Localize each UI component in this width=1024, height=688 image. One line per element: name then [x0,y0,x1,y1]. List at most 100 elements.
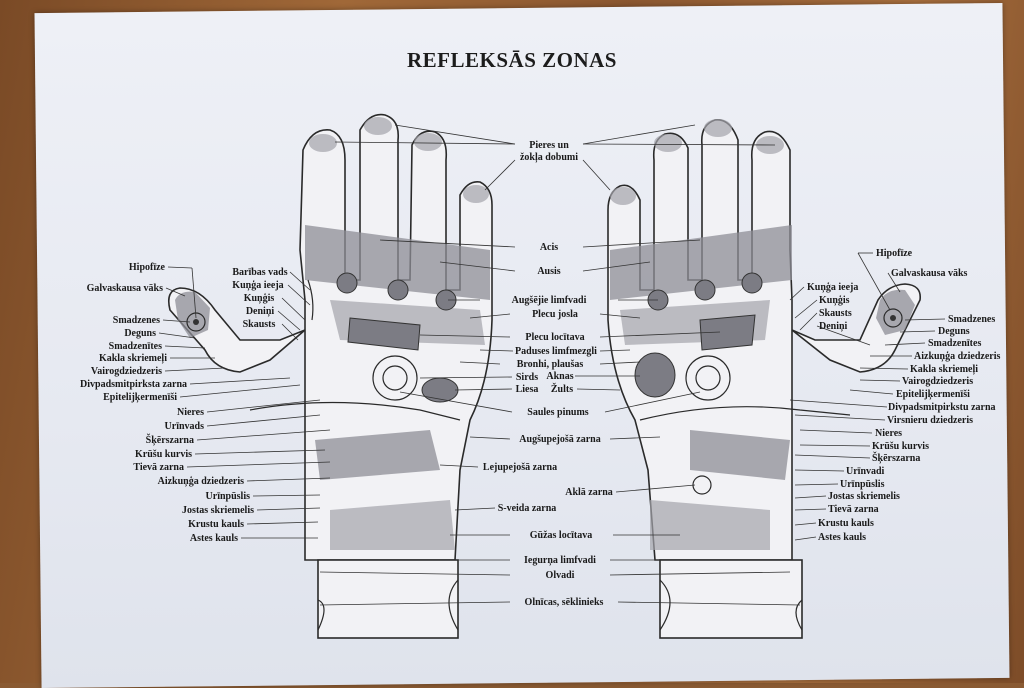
left-label-kakla-skriemeli: Kakla skriemeļi [99,353,167,364]
label-augsejie-limfvadi: Augšējie limfvadi [512,295,587,306]
label-zults: Žults [551,383,573,395]
left-thumb-zone [175,291,210,338]
label-s-veida-zarna: S-veida zarna [498,503,557,514]
left-label-galvaskausa-vaks: Galvaskausa vāks [87,283,164,294]
left-label-skausts: Skausts [243,319,276,330]
page-title: REFLEKSĀS ZONAS [407,48,617,72]
left-label-deguns: Deguns [124,328,156,339]
right-middle-tip [654,134,682,152]
left-label-divpadsmitpirksta-zarna: Divpadsmitpirksta zarna [80,379,187,390]
left-label-krustu-kauls: Krustu kauls [188,519,244,530]
label-akla-zarna: Aklā zarna [565,487,613,498]
label-sirds: Sirds [516,372,538,383]
label-zokla-dobumi: žokļa dobumi [520,152,578,163]
right-label-astes-kauls: Astes kauls [818,532,866,543]
right-colon-line [639,406,851,421]
right-index-tip [610,187,636,205]
right-label-galvaskausa-vaks: Galvaskausa vāks [891,268,968,279]
left-ring-tip [364,117,392,135]
right-label-denini: Deniņi [819,321,848,332]
left-shoulder-joint [347,317,421,351]
left-index-tip [463,185,489,203]
right-label-virsnieru-dziedzeris: Virsnieru dziedzeris [887,415,973,426]
right-hip-zone [650,500,770,550]
right-label-hipofize: Hipofīze [876,248,913,259]
right-label-skausts: Skausts [819,308,852,319]
left-label-vairogdziedzeris: Vairogdziedzeris [91,366,162,377]
right-label-nieres: Nieres [875,428,902,439]
right-label-vairogdziedzeris: Vairogdziedzeris [902,376,973,387]
right-labels: Hipofīze Galvaskausa vāks Kuņģa ieeja Ku… [807,248,1000,543]
right-label-urinpuslis: Urīnpūslis [840,479,885,490]
label-aknas: Aknas [546,371,573,382]
left-lymph-1 [336,272,358,294]
label-guzas-locitava: Gūžas locītava [530,530,593,541]
right-leader-lines [789,252,946,541]
left-label-skerszarna: Šķērszarna [146,433,194,446]
left-spleen [421,377,459,403]
label-olvadi: Olvadi [546,570,575,581]
right-label-krustu-kauls: Krustu kauls [818,518,874,529]
left-label-baribas-vads: Barības vads [232,267,287,278]
right-label-kunga-ieeja: Kuņģa ieeja [807,281,858,293]
right-solar-plexus-inner [695,365,721,391]
left-label-hipofize: Hipofīze [129,262,166,273]
left-solar-plexus [372,355,418,401]
right-label-smadzenes: Smadzenes [948,314,995,325]
left-label-tieva-zarna: Tievā zarna [133,462,184,473]
left-label-jostas-skriemelis: Jostas skriemelis [182,505,254,516]
left-label-urinvads: Urīnvads [165,421,205,432]
label-bronhi-plausas: Bronhi, plaušas [517,359,584,370]
right-label-kungis: Kuņģis [819,294,850,306]
label-lejupejosa-zarna: Lejupejošā zarna [483,462,557,473]
right-ovary-r [795,599,803,631]
right-label-smadzenites: Smadzenītes [928,338,981,349]
label-plecu-locitava: Plecu locītava [525,332,584,343]
left-leader-lines [158,266,331,539]
left-ovary-r [448,579,459,631]
left-label-astes-kauls: Astes kauls [190,533,238,544]
right-label-tieva-zarna: Tievā zarna [828,504,879,515]
right-label-skerszarna: Šķērszarna [872,451,920,464]
left-labels: Hipofīze Galvaskausa vāks Smadzenes Degu… [80,262,288,544]
right-intestine-zone [690,430,790,480]
left-label-epitelijkermenisi: Epitelijķermenīši [103,392,177,403]
right-label-epitelijkermenisi: Epitelijķermenīši [896,389,970,400]
label-augsupejosa-zarna: Augšupejošā zarna [519,434,600,445]
left-lymph-2 [387,279,409,301]
left-ovary-l [317,599,325,631]
left-solar-plexus-inner [382,365,408,391]
label-pieres-un: Pieres un [529,140,569,151]
right-label-urinvadi: Urīnvadi [846,466,885,477]
right-liver [634,352,676,398]
right-label-kakla-skriemeli: Kakla skriemeļi [910,364,978,375]
left-label-urinpuslis: Urīnpūslis [206,491,251,502]
right-label-jostas-skriemelis: Jostas skriemelis [828,491,900,502]
label-saules-pinums: Saules pinums [527,407,589,418]
label-liesa: Liesa [516,384,539,395]
right-pituitary-dot [890,315,896,321]
left-middle-tip [414,133,442,151]
left-pinky-tip [309,134,337,152]
label-acis: Acis [540,242,558,253]
right-label-deguns: Deguns [938,326,970,337]
label-paduses-limfmezgli: Paduses limfmezgli [515,346,597,357]
right-shoulder-joint [699,314,756,351]
left-colon-line [249,401,461,421]
label-olnicas-seklinieks: Olnīcas, sēklinieks [525,597,604,608]
label-iegurna-limfvadi: Iegurņa limfvadi [524,555,596,566]
right-ring-tip [704,119,732,137]
left-label-nieres: Nieres [177,407,204,418]
left-pituitary-dot [193,319,199,325]
left-label-krusu-kurvis: Krūšu kurvis [135,449,192,460]
left-hand [167,113,493,639]
left-esophagus [307,279,314,321]
label-plecu-josla: Plecu josla [532,309,578,320]
left-label-aizkunga-dziedzeris: Aizkuņģa dziedzeris [158,475,244,487]
label-ausis: Ausis [537,266,560,277]
right-lymph-2 [694,279,716,301]
right-label-aizkunga-dziedzeris: Aizkuņģa dziedzeris [914,350,1000,362]
left-label-smadzenes: Smadzenes [113,315,160,326]
left-label-kunga-ieeja: Kuņģa ieeja [232,279,283,291]
